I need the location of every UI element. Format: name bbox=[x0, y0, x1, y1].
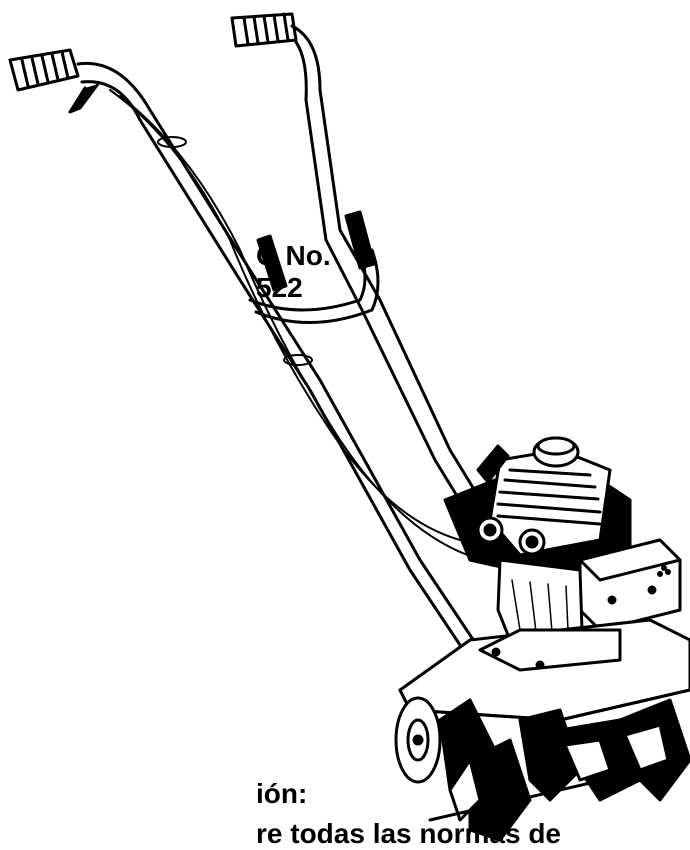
instructions-text: re todas las normas de bbox=[256, 818, 562, 849]
right-grip bbox=[230, 12, 298, 48]
tines bbox=[428, 698, 690, 842]
left-grip bbox=[8, 48, 80, 92]
instructions-heading: ión: bbox=[256, 778, 308, 809]
engine bbox=[443, 436, 682, 642]
transport-wheel bbox=[394, 696, 442, 784]
